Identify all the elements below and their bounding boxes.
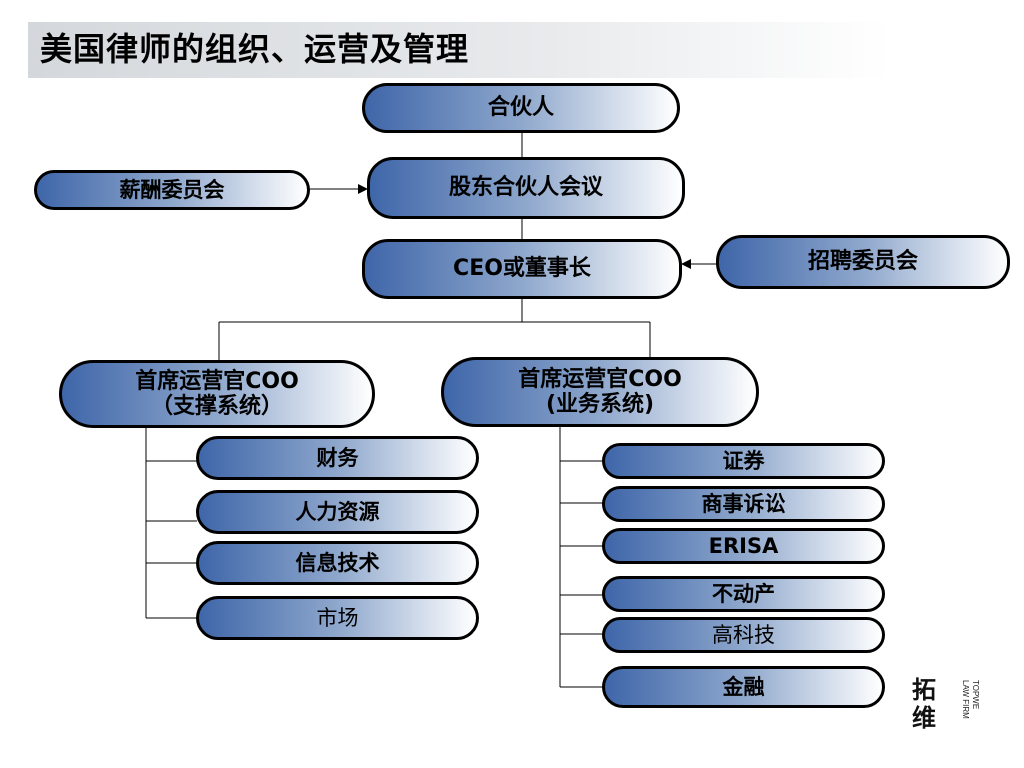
business-unit-real-estate[interactable]: 不动产 [602,576,885,612]
logo-text: TOPWE LAW FIRM [956,680,980,736]
node-coo-support-line2: （支撑系统） [150,394,283,419]
node-partner-label: 合伙人 [487,95,554,121]
node-coo-support-line1: 首席运营官COO [135,368,299,394]
node-coo-business-line1: 首席运营官COO [518,366,682,392]
node-recruiting[interactable]: 招聘委员会 [716,235,1010,289]
support-unit-hr[interactable]: 人力资源 [196,490,479,534]
business-unit-label: 不动产 [712,581,775,606]
business-unit-label: 商事诉讼 [701,491,786,516]
support-unit-marketing[interactable]: 市场 [196,596,479,640]
node-partner[interactable]: 合伙人 [362,83,680,133]
node-ceo[interactable]: CEO或董事长 [362,239,682,299]
node-compensation-label: 薪酬委员会 [119,177,225,202]
logo-line1: TOPWE [971,680,980,710]
business-unit-litigation[interactable]: 商事诉讼 [602,486,885,522]
logo-line2: LAW FIRM [961,680,970,719]
firm-logo: 拓维 TOPWE LAW FIRM [912,676,980,736]
support-unit-label: 财务 [316,445,359,470]
node-compensation[interactable]: 薪酬委员会 [34,170,310,210]
node-coo-business-label: 首席运营官COO (业务系统) [518,367,682,418]
node-coo-support[interactable]: 首席运营官COO （支撑系统） [59,360,375,428]
title-band [28,22,890,78]
business-unit-securities[interactable]: 证券 [602,443,885,479]
node-coo-support-label: 首席运营官COO （支撑系统） [135,369,299,420]
node-coo-business-line2: (业务系统) [545,392,655,417]
business-unit-finance[interactable]: 金融 [602,666,885,708]
node-recruiting-label: 招聘委员会 [807,249,918,275]
support-unit-finance[interactable]: 财务 [196,436,479,480]
business-unit-label: 证券 [722,448,765,473]
logo-chars: 拓维 [912,676,936,732]
node-coo-business[interactable]: 首席运营官COO (业务系统) [441,357,759,427]
support-unit-label: 人力资源 [295,499,380,524]
page-title: 美国律师的组织、运营及管理 [40,30,470,68]
node-ceo-label: CEO或董事长 [453,256,591,282]
support-unit-it[interactable]: 信息技术 [196,541,479,585]
support-unit-label: 信息技术 [295,550,380,575]
business-unit-erisa[interactable]: ERISA [602,528,885,564]
business-unit-label: 高科技 [712,622,775,647]
node-board-label: 股东合伙人会议 [448,175,603,201]
support-unit-label: 市场 [316,605,359,630]
node-board[interactable]: 股东合伙人会议 [367,157,685,219]
business-unit-label: 金融 [722,674,765,699]
business-unit-label: ERISA [708,533,779,558]
business-unit-high-tech[interactable]: 高科技 [602,617,885,653]
